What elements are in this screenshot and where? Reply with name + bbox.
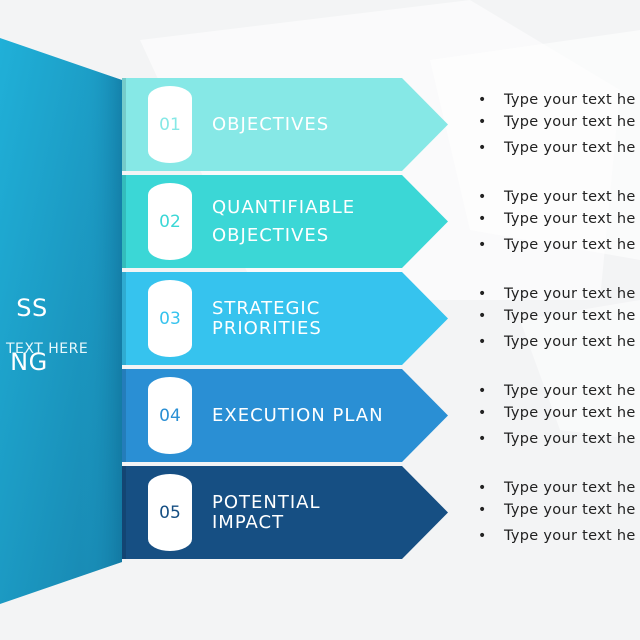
bullet-item[interactable]: • Type your text he (478, 480, 636, 496)
step-row-02: 02 QUANTIFIABLE OBJECTIVES (122, 175, 448, 268)
bullet-text: Type your text he (504, 140, 636, 156)
bullet-text: Type your text he (504, 308, 636, 324)
step-row-04: 04 EXECUTION PLAN (122, 369, 448, 462)
step-label: QUANTIFIABLE OBJECTIVES (212, 175, 412, 268)
bullet-item[interactable]: • Type your text he (478, 286, 636, 302)
bullet-dot-icon: • (478, 431, 487, 447)
bullet-dot-icon: • (478, 211, 487, 227)
step-label-line: EXECUTION PLAN (212, 404, 384, 426)
left-panel (0, 38, 122, 604)
bullet-text: Type your text he (504, 502, 636, 518)
bullet-dot-icon: • (478, 286, 487, 302)
bullet-item[interactable]: • Type your text he (478, 237, 636, 253)
step-bullet-list: • Type your text he • Type your text he • Typ… (478, 175, 640, 268)
bullet-dot-icon: • (478, 237, 487, 253)
bullet-dot-icon: • (478, 383, 487, 399)
panel-title: SS NG (0, 268, 48, 403)
step-bullet-list: • Type your text he • Type your text he • Typ… (478, 369, 640, 462)
step-label: OBJECTIVES (212, 78, 412, 171)
step-bullet-list: • Type your text he • Type your text he • Typ… (478, 78, 640, 171)
bullet-item[interactable]: • Type your text he (478, 189, 636, 205)
step-label-line: OBJECTIVES (212, 113, 330, 135)
bullet-text: Type your text he (504, 405, 636, 421)
bullet-item[interactable]: • Type your text he (478, 211, 636, 227)
step-label-line: IMPACT (212, 511, 285, 533)
step-label-line: STRATEGIC (212, 297, 321, 319)
bullet-dot-icon: • (478, 114, 487, 130)
step-arrow-shape (122, 272, 448, 365)
bullet-text: Type your text he (504, 334, 636, 350)
step-number: 05 (148, 474, 192, 551)
bullet-text: Type your text he (504, 237, 636, 253)
bullet-dot-icon: • (478, 140, 487, 156)
bullet-item[interactable]: • Type your text he (478, 383, 636, 399)
step-label-line: QUANTIFIABLE (212, 196, 356, 218)
step-arrow-shape (122, 78, 448, 171)
step-bullet-list: • Type your text he • Type your text he • Typ… (478, 272, 640, 365)
bullet-item[interactable]: • Type your text he (478, 502, 636, 518)
bullet-dot-icon: • (478, 502, 487, 518)
bullet-text: Type your text he (504, 286, 636, 302)
step-label: EXECUTION PLAN (212, 369, 412, 462)
bullet-item[interactable]: • Type your text he (478, 334, 636, 350)
bullet-text: Type your text he (504, 92, 636, 108)
bullet-text: Type your text he (504, 431, 636, 447)
step-label-line: OBJECTIVES (212, 224, 330, 246)
bullet-item[interactable]: • Type your text he (478, 140, 636, 156)
step-bullet-list: • Type your text he • Type your text he • Typ… (478, 466, 640, 559)
bullet-text: Type your text he (504, 383, 636, 399)
step-number: 01 (148, 86, 192, 163)
panel-subtitle: TEXT HERE (6, 341, 89, 357)
bullet-item[interactable]: • Type your text he (478, 114, 636, 130)
step-arrow-shape (122, 369, 448, 462)
bullet-item[interactable]: • Type your text he (478, 431, 636, 447)
bullet-dot-icon: • (478, 334, 487, 350)
step-arrow-shape (122, 466, 448, 559)
bullet-text: Type your text he (504, 114, 636, 130)
bullet-dot-icon: • (478, 480, 487, 496)
bullet-dot-icon: • (478, 308, 487, 324)
step-arrow-shape (122, 175, 448, 268)
step-row-01: 01 OBJECTIVES (122, 78, 448, 171)
bullet-item[interactable]: • Type your text he (478, 528, 636, 544)
bullet-dot-icon: • (478, 92, 487, 108)
bullet-dot-icon: • (478, 405, 487, 421)
step-number: 02 (148, 183, 192, 260)
bullet-text: Type your text he (504, 480, 636, 496)
step-number: 03 (148, 280, 192, 357)
panel-title-line-1: SS (16, 294, 48, 322)
panel-title-line-2: NG (10, 348, 48, 376)
bullet-item[interactable]: • Type your text he (478, 308, 636, 324)
step-number: 04 (148, 377, 192, 454)
bullet-dot-icon: • (478, 528, 487, 544)
bullet-dot-icon: • (478, 189, 487, 205)
bullet-text: Type your text he (504, 211, 636, 227)
bullet-text: Type your text he (504, 189, 636, 205)
step-label-line: PRIORITIES (212, 317, 322, 339)
bullet-item[interactable]: • Type your text he (478, 92, 636, 108)
step-label-line: POTENTIAL (212, 491, 321, 513)
bullet-text: Type your text he (504, 528, 636, 544)
bullet-item[interactable]: • Type your text he (478, 405, 636, 421)
